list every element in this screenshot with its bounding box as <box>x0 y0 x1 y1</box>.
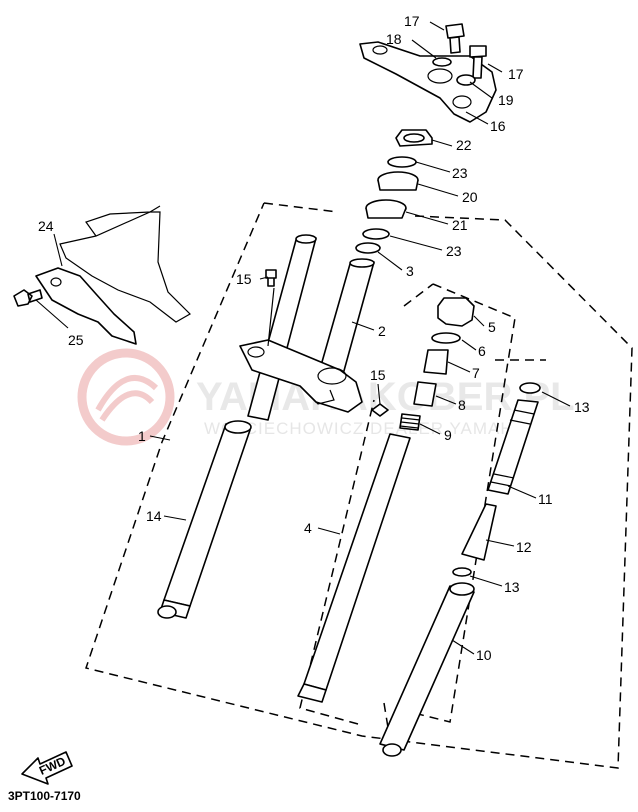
callout-19: 19 <box>498 92 514 108</box>
callout-20: 20 <box>462 189 478 205</box>
seal-3 <box>355 242 381 254</box>
left-fork-leg <box>157 420 252 619</box>
callout-6: 6 <box>478 343 486 359</box>
spacer-8 <box>413 381 437 407</box>
callout-16: 16 <box>490 118 506 134</box>
bolt-17-left <box>445 23 465 54</box>
inner-parts-middle <box>297 297 475 703</box>
callout-24: 24 <box>38 218 54 234</box>
seal-7 <box>423 349 449 375</box>
callout-13: 13 <box>504 579 520 595</box>
clip-6 <box>431 332 461 344</box>
callout-14: 14 <box>146 508 162 524</box>
steering-stem <box>317 261 375 379</box>
callout-15: 15 <box>236 271 252 287</box>
callout-13: 13 <box>574 399 590 415</box>
callout-21: 21 <box>452 217 468 233</box>
callout-23: 23 <box>446 243 462 259</box>
callout-labels: 17 18 17 19 16 22 23 20 21 23 3 24 15 25… <box>38 13 590 663</box>
washer-23-bottom <box>362 228 390 240</box>
bolt-17-right <box>469 45 487 79</box>
callout-12: 12 <box>516 539 532 555</box>
callout-22: 22 <box>456 137 472 153</box>
diagram-code: 3PT100-7170 <box>8 789 81 803</box>
spacer-12 <box>461 503 497 561</box>
callout-5: 5 <box>488 319 496 335</box>
callout-8: 8 <box>458 397 466 413</box>
bracket-plate-assembly <box>13 205 191 345</box>
fwd-arrow: FWD <box>21 751 73 785</box>
callout-11: 11 <box>538 491 553 507</box>
upper-bracket <box>359 41 497 123</box>
callout-10: 10 <box>476 647 492 663</box>
under-bracket-assembly <box>239 234 389 421</box>
leader-lines <box>35 21 571 655</box>
right-fork-leg <box>379 382 541 757</box>
callout-25: 25 <box>68 332 84 348</box>
washer-18 <box>432 57 452 67</box>
callout-9: 9 <box>444 427 452 443</box>
outer-tube-14 <box>163 423 251 607</box>
callout-2: 2 <box>378 323 386 339</box>
bracket-plate-24 <box>35 267 137 345</box>
bearing-parts <box>355 129 433 254</box>
upper-bracket-assembly <box>359 23 497 123</box>
callout-1: 1 <box>138 428 146 444</box>
outer-tube-10 <box>379 585 475 751</box>
callout-15: 15 <box>370 367 386 383</box>
callout-17: 17 <box>508 66 524 82</box>
cap-5 <box>437 297 475 327</box>
callout-23: 23 <box>452 165 468 181</box>
clip-13-bottom <box>452 567 472 577</box>
clip-13-top <box>519 382 541 394</box>
callout-17: 17 <box>404 13 420 29</box>
bolt-15-upper <box>265 269 277 287</box>
bolt-25 <box>13 289 43 307</box>
callout-7: 7 <box>472 365 480 381</box>
callout-3: 3 <box>406 263 414 279</box>
callout-18: 18 <box>386 31 402 47</box>
bolt-15-lower <box>371 403 389 417</box>
washer-23-top <box>387 156 417 168</box>
callout-4: 4 <box>304 520 312 536</box>
fwd-arrow-icon <box>21 751 73 785</box>
watermark-subtitle: WOJCIECHOWICZ DEALER YAMAHA <box>204 419 526 438</box>
